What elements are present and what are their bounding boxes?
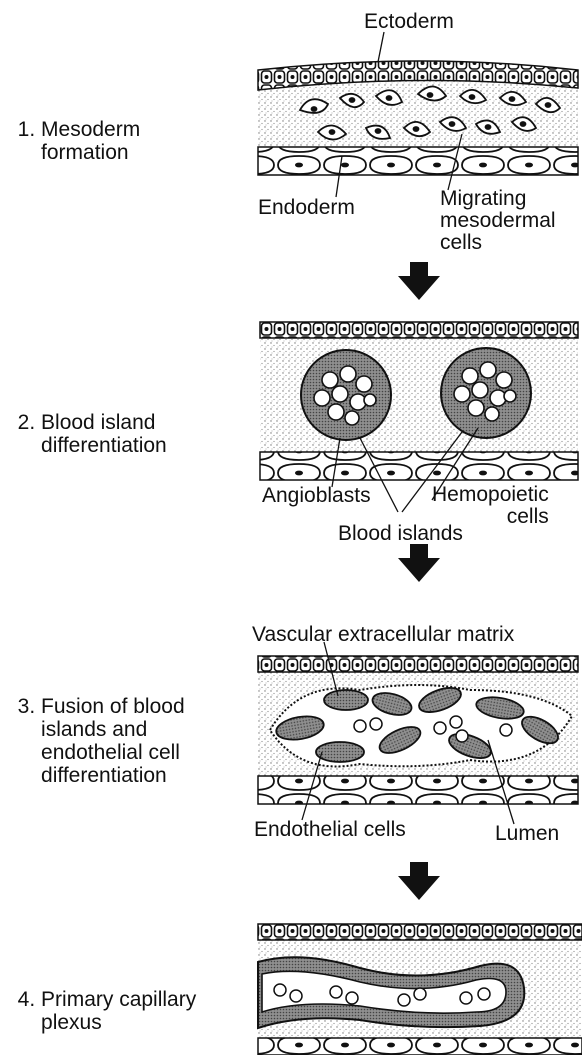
panel-2-blood-island-differentiation: [260, 322, 578, 512]
panel-4-primary-capillary-plexus: [258, 924, 582, 1055]
arrow-1-icon: [398, 262, 440, 300]
blood-island-left: [301, 350, 391, 440]
panel-1-mesoderm-formation: [258, 32, 578, 197]
endoderm-layer: [260, 452, 578, 480]
ectoderm-layer: [260, 322, 578, 338]
blood-island-right: [441, 348, 531, 438]
endoderm-layer: [258, 776, 578, 804]
arrow-2-icon: [398, 544, 440, 582]
endoderm-layer: [258, 1038, 582, 1055]
panel-3-fusion-of-blood-islands: [258, 642, 578, 824]
arrow-3-icon: [398, 862, 440, 900]
endoderm-layer: [258, 147, 578, 175]
ectoderm-layer: [258, 656, 578, 672]
ectoderm-layer: [258, 924, 582, 940]
